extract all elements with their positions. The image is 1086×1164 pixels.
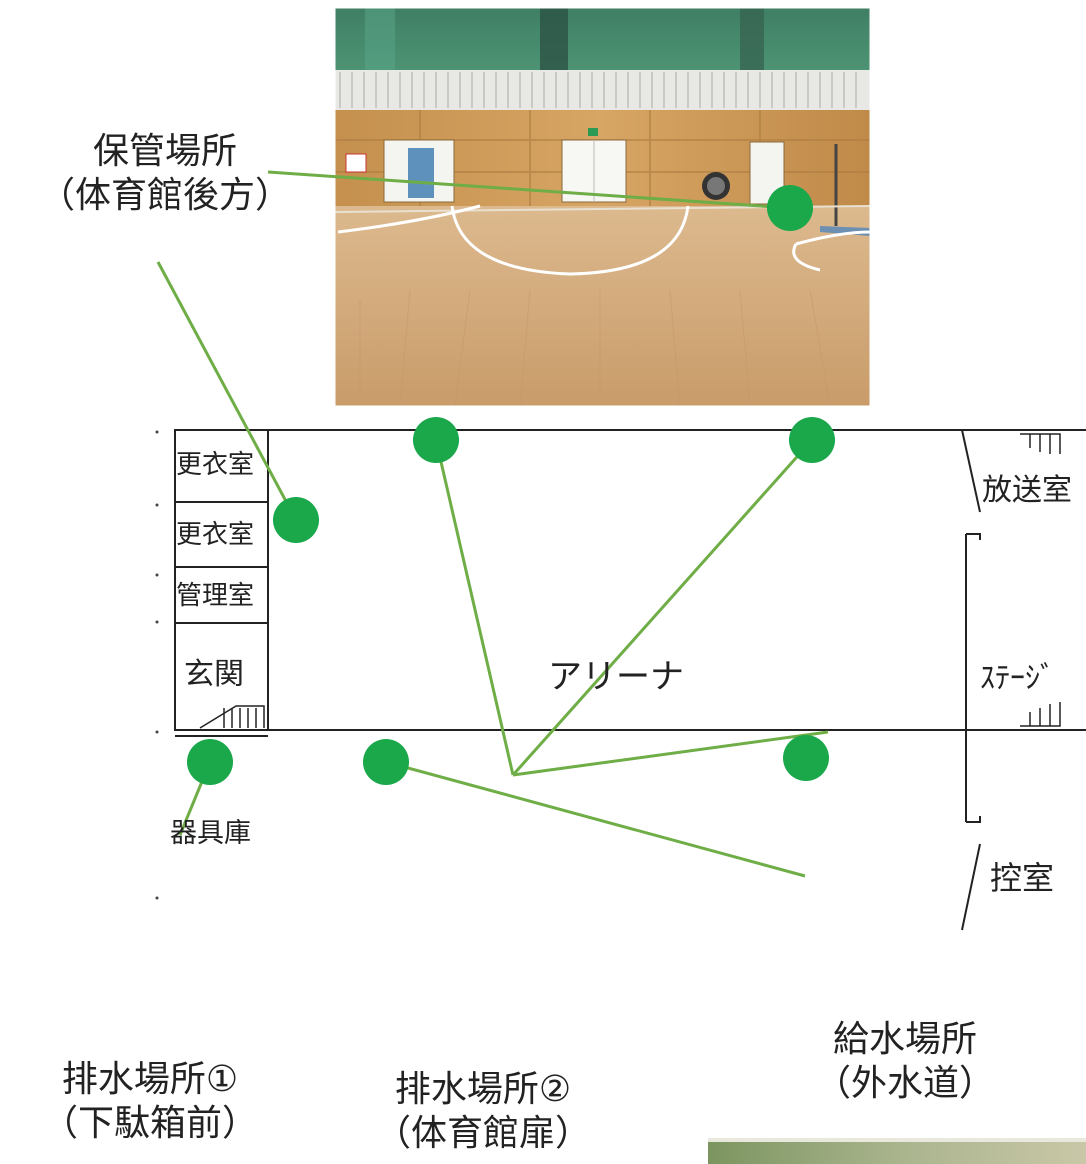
room-locker-2: 更衣室 [176, 520, 255, 550]
room-office: 管理室 [176, 581, 255, 611]
marker-drain1 [187, 739, 233, 785]
marker-drain2-left [413, 417, 459, 463]
label-drain2-sub: （体育館扉） [374, 1113, 591, 1154]
label-storage-sub: （体育館後方） [38, 175, 291, 216]
label-water: 給水場所 （外水道） [770, 1018, 1040, 1106]
leader-drain2-a [434, 439, 515, 776]
label-drain1: 排水場所① （下駄箱前） [0, 1058, 300, 1146]
room-broadcast: 放送室 [982, 473, 1072, 508]
room-waiting: 控室 [990, 859, 1055, 897]
room-locker-1: 更衣室 [176, 450, 255, 480]
building-outline [174, 429, 1086, 731]
room-entrance: 玄関 [184, 657, 244, 692]
label-drain2-title: 排水場所② [394, 1069, 572, 1110]
marker-storage-photo [767, 185, 813, 231]
marker-water [363, 739, 409, 785]
label-water-title: 給水場所 [832, 1019, 977, 1060]
marker-drain2-right [789, 417, 835, 463]
label-storage: 保管場所 （体育館後方） [0, 130, 330, 218]
label-storage-title: 保管場所 [92, 131, 237, 172]
room-arena: アリーナ [548, 657, 684, 697]
marker-drain2-bottom [783, 735, 829, 781]
label-drain1-title: 排水場所① [61, 1059, 239, 1100]
label-water-sub: （外水道） [814, 1063, 995, 1104]
leader-drain2-b [511, 439, 814, 776]
floor-plan [174, 429, 1086, 931]
leader-lines [156, 170, 829, 878]
label-drain2: 排水場所② （体育館扉） [338, 1068, 628, 1156]
label-drain1-sub: （下駄箱前） [41, 1103, 258, 1144]
room-stage: ｽﾃｰｼﾞ [980, 661, 1055, 696]
marker-storage [273, 497, 319, 543]
leader-storage-photo [267, 170, 791, 210]
plan-ticks [155, 430, 159, 900]
stairs [199, 433, 1061, 729]
leader-storage-plan [156, 261, 298, 521]
leader-drain2-c [512, 730, 829, 777]
leader-water [385, 760, 806, 878]
outdoor-photo [708, 1138, 1086, 1164]
location-markers [187, 185, 835, 785]
room-equipment: 器具庫 [170, 818, 251, 849]
